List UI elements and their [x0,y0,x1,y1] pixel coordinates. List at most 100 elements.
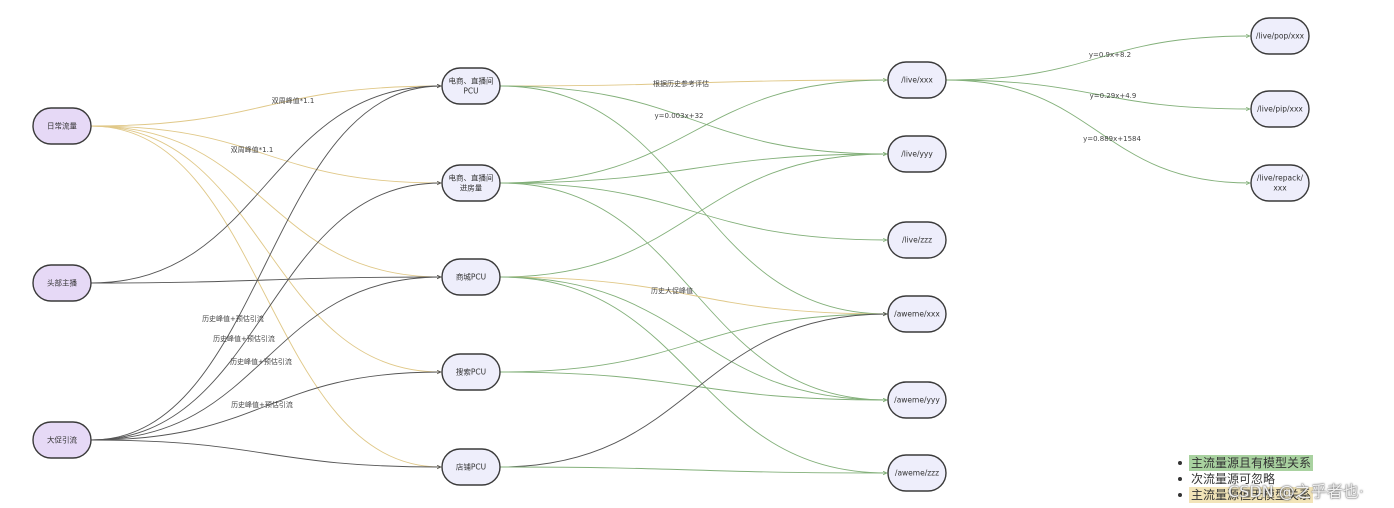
edge-mall_pcu-to-aweme_yyy [499,276,887,400]
node-aweme-zzz[interactable]: /aweme/zzz [887,454,947,492]
edge-label: 根据历史参考评估 [653,79,709,88]
edge-label: y=0.29x+4.9 [1090,92,1137,100]
edge-ecom_enter-to-live_xxx [499,80,887,184]
edge-ecom_pcu-to-live_yyy [499,85,887,154]
edge-ecom_pcu-to-live_xxx [499,80,887,87]
node-promo[interactable]: 大促引流 [32,421,92,459]
node-shape [887,61,947,99]
bullet-icon [1178,477,1182,481]
edge-label: 历史峰值+预估引流 [213,334,275,343]
node-shape [441,67,501,105]
edge-promo-to-mall_pcu [90,277,441,441]
node-shape [887,135,947,173]
node-search-pcu[interactable]: 搜索PCU [441,353,501,391]
node-label: /live/pop/xxx [1256,32,1305,41]
node-label: /live/zzz [902,236,932,245]
edge-labels-layer: 双周峰值*1.1双周峰值*1.1历史峰值+预估引流历史峰值+预估引流历史峰值+预… [202,51,1141,409]
node-head-anchor[interactable]: 头部主播 [32,264,92,302]
node-live-yyy[interactable]: /live/yyy [887,135,947,173]
node-label: /live/pip/xxx [1257,105,1303,114]
edge-live_xxx-to-live_repack [945,79,1250,183]
node-aweme-xxx[interactable]: /aweme/xxx [887,295,947,333]
node-label: /live/xxx [901,76,933,85]
legend-item-nomodel: 主流量源但无模型关系 [1178,487,1314,503]
edge-ecom_enter-to-live_yyy [499,154,887,184]
node-live-pop[interactable]: /live/pop/xxx [1250,17,1310,55]
node-shape [1250,90,1310,128]
edge-ecom_enter-to-aweme_yyy [499,182,887,400]
edge-live_xxx-to-live_pop [945,36,1250,81]
edge-promo-to-ecom_pcu [90,86,441,441]
node-shape [32,107,92,145]
node-shape [1250,164,1310,202]
edge-label: 历史峰值+预估引流 [202,314,264,323]
edge-mall_pcu-to-aweme_xxx [499,276,887,314]
node-label: 店铺PCU [456,462,486,472]
node-mall-pcu[interactable]: 商城PCU [441,258,501,296]
edge-daily-to-shop_pcu [90,125,441,467]
edge-label: 历史峰值+预估引流 [231,400,293,409]
edge-shop_pcu-to-aweme_zzz [499,466,887,473]
edge-search_pcu-to-aweme_xxx [499,314,887,373]
node-label: /aweme/yyy [894,396,940,405]
legend-item-primary: 主流量源且有模型关系 [1178,455,1314,471]
node-shape [887,221,947,259]
edge-daily-to-search_pcu [90,125,441,372]
legend-label-nomodel: 主流量源但无模型关系 [1189,487,1314,503]
bullet-icon [1178,461,1182,465]
node-label: 电商、直播间进房量 [449,173,494,193]
edge-daily-to-mall_pcu [90,125,441,277]
node-shape [441,164,501,202]
legend-item-secondary: 次流量源可忽略 [1178,471,1313,487]
edge-shop_pcu-to-aweme_xxx [499,314,887,468]
node-shape [32,421,92,459]
node-shape [887,295,947,333]
node-shape [441,353,501,391]
node-shape [441,448,501,486]
node-live-repack[interactable]: /live/repack/xxx [1250,164,1310,202]
edge-label: y=0.003x+32 [655,112,704,120]
node-live-xxx[interactable]: /live/xxx [887,61,947,99]
node-label: /aweme/xxx [894,310,940,319]
node-shop-pcu[interactable]: 店铺PCU [441,448,501,486]
node-shape [887,454,947,492]
watermark: CSDN @之乎者也· [1228,482,1364,501]
legend-label-primary: 主流量源且有模型关系 [1189,455,1314,471]
node-shape [441,258,501,296]
node-label: /live/repack/xxx [1257,174,1304,193]
edges-layer [90,36,1250,473]
node-shape [887,381,947,419]
edge-label: 双周峰值*1.1 [231,145,274,154]
edge-promo-to-ecom_enter [90,183,441,441]
edge-promo-to-search_pcu [90,372,441,441]
edge-label: y=0.9x+8.2 [1089,51,1131,59]
node-aweme-yyy[interactable]: /aweme/yyy [887,381,947,419]
node-label: /live/yyy [901,150,933,159]
node-ecom-enter[interactable]: 电商、直播间进房量 [441,164,501,202]
node-live-pip[interactable]: /live/pip/xxx [1250,90,1310,128]
node-shape [1250,17,1310,55]
edge-ecom_pcu-to-aweme_xxx [499,85,887,314]
bullet-icon [1178,493,1182,497]
edge-daily-to-ecom_pcu [90,86,441,127]
node-label: 商城PCU [456,272,486,282]
node-label: 头部主播 [47,278,77,288]
legend: 主流量源且有模型关系 次流量源可忽略 主流量源但无模型关系 [1178,455,1314,503]
legend-label-secondary: 次流量源可忽略 [1191,472,1276,486]
node-shape [32,264,92,302]
edge-search_pcu-to-aweme_yyy [499,371,887,400]
edge-label: 历史大促峰值 [651,286,693,295]
edge-daily-to-ecom_enter [90,125,441,183]
edge-promo-to-shop_pcu [90,439,441,467]
edge-label: y=0.889x+1584 [1083,135,1141,143]
edge-mall_pcu-to-aweme_zzz [499,276,887,473]
edge-mall_pcu-to-live_yyy [499,154,887,278]
node-label: 大促引流 [47,435,77,445]
node-label: 日常流量 [47,121,77,131]
node-daily[interactable]: 日常流量 [32,107,92,145]
edge-ecom_enter-to-live_zzz [499,182,887,240]
node-live-zzz[interactable]: /live/zzz [887,221,947,259]
